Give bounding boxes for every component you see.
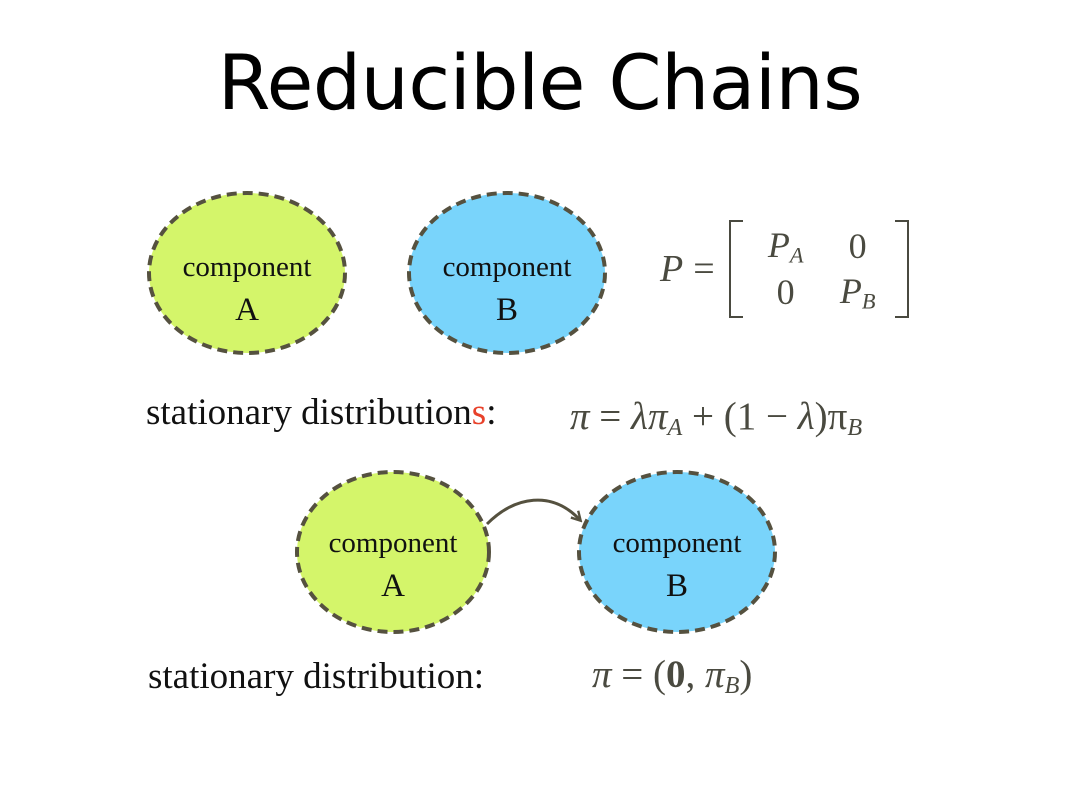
top-node-b: component B	[407, 191, 607, 355]
top-node-a-label: component	[183, 251, 312, 283]
matrix-cell-r1c1: PA	[767, 224, 804, 268]
top-node-a: component A	[147, 191, 347, 355]
matrix-cell-r2c2: PB	[839, 270, 876, 314]
top-stationary-label: stationary distributions:	[146, 392, 497, 433]
matrix-cell-r2c1: 0	[776, 272, 795, 312]
matrix-grid: PA 0 0 PB	[743, 223, 895, 315]
matrix-lhs: P	[660, 248, 684, 290]
top-node-a-letter: A	[235, 292, 259, 328]
top-node-b-label: component	[443, 251, 572, 283]
left-bracket	[728, 220, 743, 318]
transition-arrow	[485, 498, 580, 526]
bottom-node-a-letter: A	[381, 568, 405, 604]
matrix-cell-r1c2: 0	[848, 226, 867, 266]
top-node-b-shape	[407, 191, 607, 355]
top-stationary-formula: π = λπA + (1 − λ)πB	[570, 395, 863, 442]
bottom-stationary-formula: π = (0, πB)	[592, 653, 753, 700]
transition-matrix: P = PA 0 0 PB	[660, 220, 909, 318]
bottom-node-a: component A	[295, 470, 491, 634]
bottom-node-a-label: component	[329, 527, 458, 559]
bottom-node-b-shape	[577, 470, 777, 634]
bottom-node-b: component B	[577, 470, 777, 634]
plural-highlight: s	[471, 392, 487, 433]
bottom-stationary-label: stationary distribution:	[148, 656, 485, 697]
bottom-node-b-letter: B	[666, 568, 688, 604]
slide-title: Reducible Chains	[217, 38, 863, 127]
top-node-a-shape	[147, 191, 347, 355]
bottom-node-b-label: component	[613, 527, 742, 559]
top-node-b-letter: B	[496, 292, 518, 328]
matrix-equals: =	[693, 248, 715, 290]
right-bracket	[894, 220, 909, 318]
bottom-node-a-shape	[295, 470, 491, 634]
